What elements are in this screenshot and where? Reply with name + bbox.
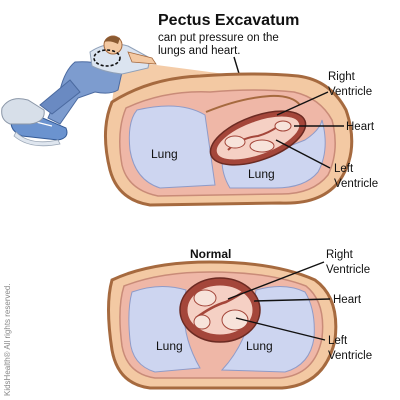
top-right-ventricle-label-line-2: Ventricle — [328, 86, 372, 98]
right-lung-normal — [220, 286, 315, 373]
bottom-heart-label: Heart — [333, 294, 362, 306]
bottom-left-ventricle-label-line-2: Ventricle — [328, 350, 372, 362]
chest-indicator-circle — [93, 49, 121, 67]
sternum-depression — [205, 94, 301, 113]
bottom-right-ventricle-label-line-2: Ventricle — [326, 264, 370, 276]
shoe-sole — [13, 131, 61, 147]
arm — [127, 51, 157, 65]
top-right-ventricle-label-line-1: Right — [328, 71, 356, 83]
top-lung-label-right: Lung — [248, 167, 275, 181]
heart-compressed-chamber-2 — [249, 139, 275, 153]
heart-compressed — [209, 110, 307, 166]
bottom-lung-label-left: Lung — [156, 339, 183, 353]
right-shoe — [1, 98, 45, 125]
heart-compressed-chamber-3 — [274, 120, 292, 132]
bottom-heart-leader — [253, 298, 331, 302]
diagram-subtitle-line-1: can put pressure on the — [158, 32, 279, 44]
bottom-lung-label-right: Lung — [246, 339, 273, 353]
top-right-ventricle-leader — [276, 91, 329, 116]
diagram-title: Pectus Excavatum — [158, 12, 299, 29]
top-heart-label: Heart — [346, 121, 375, 133]
bottom-left-ventricle-label-line-1: Left — [328, 335, 348, 347]
pectus-cross-section: Lung Lung — [103, 72, 354, 207]
bottom-right-ventricle-label-line-1: Right — [326, 249, 354, 261]
diagram-subtitle-line-2: lungs and heart. — [158, 45, 240, 57]
left-lung-top — [128, 105, 216, 189]
bottom-left-ventricle-leader — [235, 317, 326, 341]
jeans-leg-back — [39, 79, 81, 115]
top-left-ventricle-label-line-1: Left — [334, 163, 354, 175]
heart-compressed-chamber-1 — [224, 135, 246, 149]
heart-normal-chamber-3 — [193, 314, 211, 330]
hair — [104, 36, 120, 44]
normal-cross-section: Lung Lung — [107, 260, 338, 390]
heart-normal-chamber-2 — [221, 309, 249, 331]
copyright-notice: KidsHealth® All rights reserved. — [3, 283, 12, 396]
top-lung-label-left: Lung — [151, 147, 178, 161]
heart-normal — [179, 277, 261, 343]
normal-heading: Normal — [190, 247, 231, 261]
bottom-right-ventricle-leader — [227, 261, 325, 300]
top-left-ventricle-leader — [275, 139, 331, 169]
top-left-ventricle-label-line-2: Ventricle — [334, 178, 378, 190]
heart-normal-chamber-1 — [193, 289, 217, 307]
